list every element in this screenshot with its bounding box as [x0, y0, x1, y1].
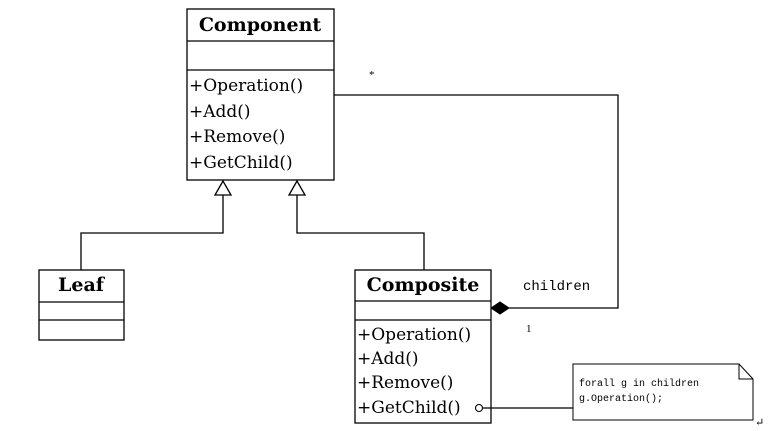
leaf-class-name: Leaf	[58, 274, 106, 296]
paragraph-mark-icon: ↵	[755, 417, 764, 429]
composite-class-box	[354, 269, 492, 424]
leaf-class: Leaf	[38, 269, 125, 341]
implementation-note: forall g in children g.Operation();	[572, 363, 754, 421]
note-box	[572, 363, 754, 421]
composite-remove: +Remove()	[357, 373, 453, 393]
composite-inheritance-arrow-icon	[287, 179, 307, 196]
component-class-box	[186, 8, 335, 181]
component-class-name: Component	[199, 14, 322, 36]
note-line-1: forall g in children	[579, 378, 699, 390]
composite-add: +Add()	[357, 349, 419, 369]
component-operation: +Operation()	[189, 76, 303, 96]
component-getchild: +GetChild()	[189, 153, 293, 173]
children-role-label: children	[523, 279, 590, 295]
composite-getchild: +GetChild()	[357, 398, 461, 418]
component-add: +Add()	[189, 102, 251, 122]
composite-operation: +Operation()	[357, 325, 471, 345]
component-class: Component +Operation() +Add() +Remove() …	[186, 8, 335, 181]
composition-diamond-icon	[490, 301, 510, 315]
composite-generalization-line	[296, 195, 425, 270]
note-anchor-circle-icon	[474, 403, 484, 413]
leaf-inheritance-arrow-icon	[213, 179, 233, 196]
leaf-generalization-line	[80, 195, 224, 270]
note-line-2: g.Operation();	[579, 393, 663, 405]
children-association-line	[334, 94, 619, 309]
component-remove: +Remove()	[189, 127, 285, 147]
composite-class-name: Composite	[367, 274, 480, 296]
multiplicity-many-label: *	[369, 69, 375, 81]
note-fold-corner	[738, 364, 753, 380]
leaf-class-box	[38, 269, 125, 341]
composite-class: Composite +Operation() +Add() +Remove() …	[354, 269, 492, 424]
multiplicity-one-label: 1	[526, 323, 532, 335]
